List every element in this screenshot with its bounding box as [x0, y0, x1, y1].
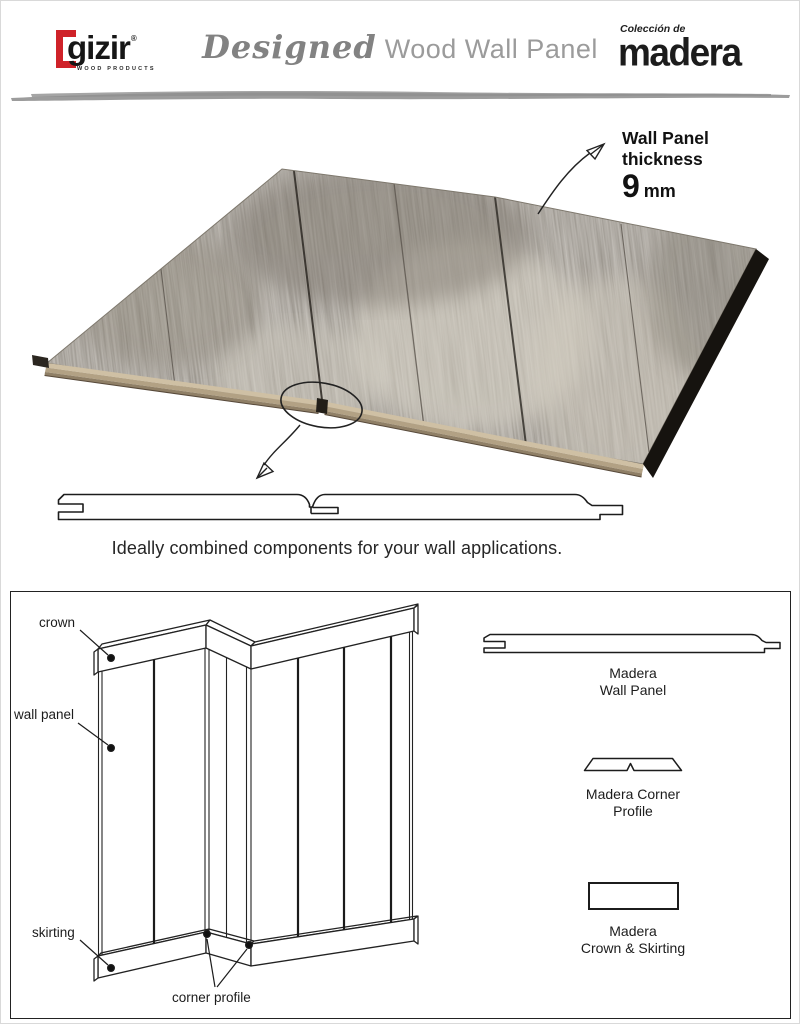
label-wall-panel: wall panel — [14, 707, 75, 722]
product-name-line1: Madera — [609, 923, 657, 939]
corner-profile-drawing — [583, 757, 683, 772]
thickness-unit: mm — [643, 181, 676, 201]
label-skirting: skirting — [32, 925, 75, 940]
product-name-line1: Madera — [609, 665, 657, 681]
wood-panel-3d-render — [32, 142, 769, 480]
product-label-crown-skirting: Madera Crown & Skirting — [533, 923, 733, 957]
label-crown: crown — [39, 615, 76, 630]
gizir-logo-text: gizir — [67, 29, 131, 66]
registered-mark: ® — [130, 34, 137, 43]
gizir-tagline: WOOD PRODUCTS — [77, 66, 156, 72]
panel-cross-section-drawing — [57, 493, 624, 521]
joint-detail-circle — [280, 381, 363, 429]
product-name-line2: Wall Panel — [599, 682, 667, 698]
page-title-script: Designed — [202, 28, 377, 66]
thickness-arrow — [537, 142, 606, 215]
gizir-bracket-icon — [56, 30, 76, 68]
panel-edge-profile — [32, 355, 644, 478]
product-label-wall-panel: Madera Wall Panel — [533, 665, 733, 699]
corner-wall-drawing — [77, 603, 781, 988]
product-name-line2: Profile — [613, 803, 653, 819]
thickness-line1: Wall Panel — [622, 128, 709, 148]
product-label-corner-profile: Madera Corner Profile — [533, 786, 733, 820]
thickness-line2: thickness — [622, 149, 703, 169]
gizir-logo: gizir ® WOOD PRODUCTS — [56, 30, 156, 72]
page-title-main: Wood Wall Panel — [384, 34, 598, 64]
madera-logo: Colección de madera — [618, 23, 758, 74]
product-name-line1: Madera Corner — [585, 786, 681, 802]
joint-arrow — [255, 424, 301, 480]
hero-caption: Ideally combined components for your wal… — [111, 538, 563, 558]
madera-logo-text: madera — [618, 30, 742, 74]
thickness-value: 9 — [622, 168, 640, 204]
wall-panel-profile-drawing — [483, 633, 781, 654]
thickness-note: Wall Panel thickness 9 mm — [622, 128, 752, 202]
brush-divider — [11, 90, 790, 101]
crown-skirting-profile-drawing — [588, 882, 679, 910]
panel-thickness-edge — [643, 249, 769, 478]
label-corner-profile: corner profile — [172, 990, 251, 1005]
product-name-line2: Crown & Skirting — [580, 940, 686, 956]
madera-collection-text: Colección de — [620, 23, 686, 35]
